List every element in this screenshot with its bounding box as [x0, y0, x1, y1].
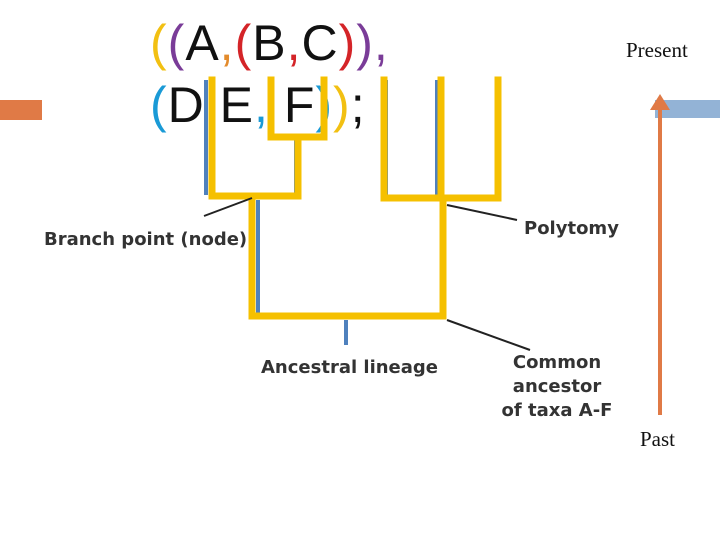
- pointer-common-ancestor: [446, 319, 531, 351]
- common-ancestor-line2: of taxa A-F: [501, 400, 613, 421]
- common-ancestor-line1: Common ancestor: [512, 352, 602, 397]
- present-label: Present: [626, 38, 688, 62]
- pointer-polytomy: [446, 204, 518, 221]
- newick-token: E: [219, 77, 255, 133]
- pointer-branch-point: [203, 197, 253, 217]
- branch-point-label: Branch point (node): [44, 229, 248, 250]
- left-accent-bar: [0, 100, 42, 120]
- newick-token: B: [252, 15, 287, 71]
- newick-formula: ((A,(B,C)),(D,E, F));: [150, 12, 580, 136]
- newick-token: ,: [219, 15, 235, 71]
- newick-token: ): [333, 77, 351, 133]
- newick-token: ;: [350, 77, 366, 133]
- newick-token: ,: [254, 77, 269, 133]
- newick-token: (: [234, 15, 253, 71]
- newick-token: ): [338, 15, 357, 71]
- newick-token: (: [150, 77, 168, 133]
- ancestral-lineage-label: Ancestral lineage: [261, 357, 439, 378]
- time-arrow-head: [650, 94, 670, 110]
- newick-token: D: [167, 77, 205, 133]
- newick-token: (: [167, 15, 186, 71]
- tree-bc-clade: [267, 76, 328, 141]
- newick-token: A: [185, 15, 220, 71]
- newick-token: C: [301, 15, 339, 71]
- past-label: Past: [640, 427, 676, 451]
- polytomy-label: Polytomy: [524, 218, 619, 239]
- newick-token: F: [268, 77, 316, 133]
- common-ancestor-label: Common ancestor of taxa A-F: [466, 351, 648, 423]
- newick-token: ): [356, 15, 374, 71]
- newick-token: ,: [286, 15, 302, 71]
- tree-root-clade: [248, 192, 447, 320]
- right-accent-bar: [655, 100, 720, 118]
- newick-token: ,: [373, 15, 389, 71]
- newick-token: (: [150, 15, 168, 71]
